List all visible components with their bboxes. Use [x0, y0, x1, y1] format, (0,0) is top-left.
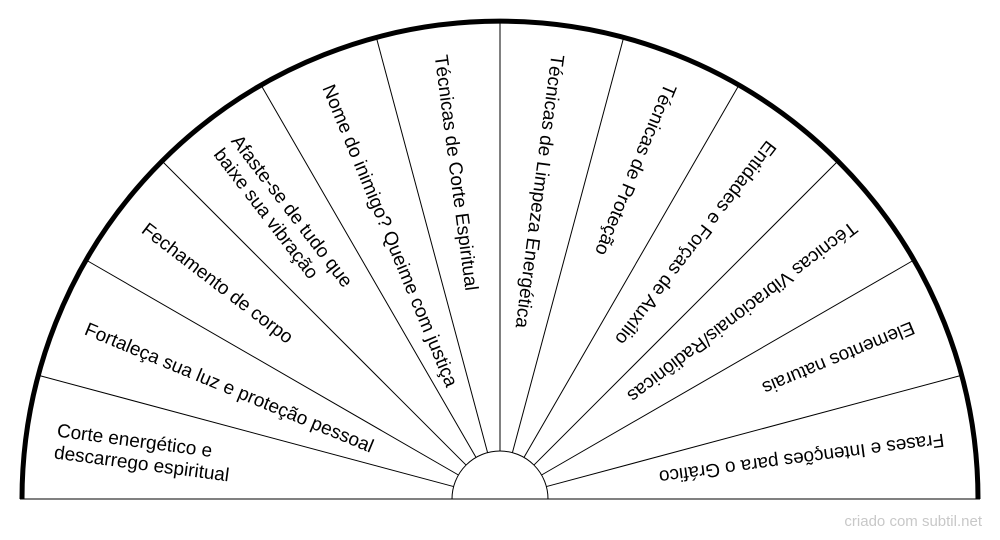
credit-text: criado com subtil.net [844, 513, 982, 530]
segment-divider [161, 160, 467, 466]
segment-divider [546, 374, 962, 488]
segment-divider [511, 37, 625, 453]
segment-label-line: Elementos naturais [759, 316, 917, 398]
segment-label: Técnicas de Proteção [590, 81, 680, 259]
segment-label: Corte energético edescarrego espiritual [53, 421, 233, 487]
segment-label: Afaste-se de tudo quebaixe sua vibração [209, 131, 356, 305]
segment-label: Técnicas de Limpeza Energética [511, 53, 568, 329]
inner-arc [451, 450, 549, 500]
segment-label-line: Técnicas de Limpeza Energética [511, 53, 568, 329]
outer-arc [19, 18, 981, 500]
segment-label: Técnicas de Corte Espiritual [430, 54, 482, 292]
segment-divider [260, 84, 477, 458]
segment-divider [38, 374, 454, 488]
segment-label-line: Técnicas de Corte Espiritual [430, 54, 482, 292]
segment-divider [523, 84, 740, 458]
segment-dividers [38, 21, 962, 488]
segment-labels: Corte energético edescarrego espiritual F… [53, 53, 946, 487]
segment-label: Elementos naturais [759, 316, 917, 398]
segment-label-line: Afaste-se de tudo que [226, 131, 356, 291]
segment-divider [85, 259, 459, 476]
segment-divider [375, 37, 489, 453]
segment-divider [541, 259, 915, 476]
segment-label-line: Técnicas de Proteção [590, 81, 680, 259]
segment-label: Frases e Intenções para o Gráfico [658, 429, 946, 487]
segment-divider [533, 160, 839, 466]
segment-label-line: Frases e Intenções para o Gráfico [658, 429, 946, 487]
